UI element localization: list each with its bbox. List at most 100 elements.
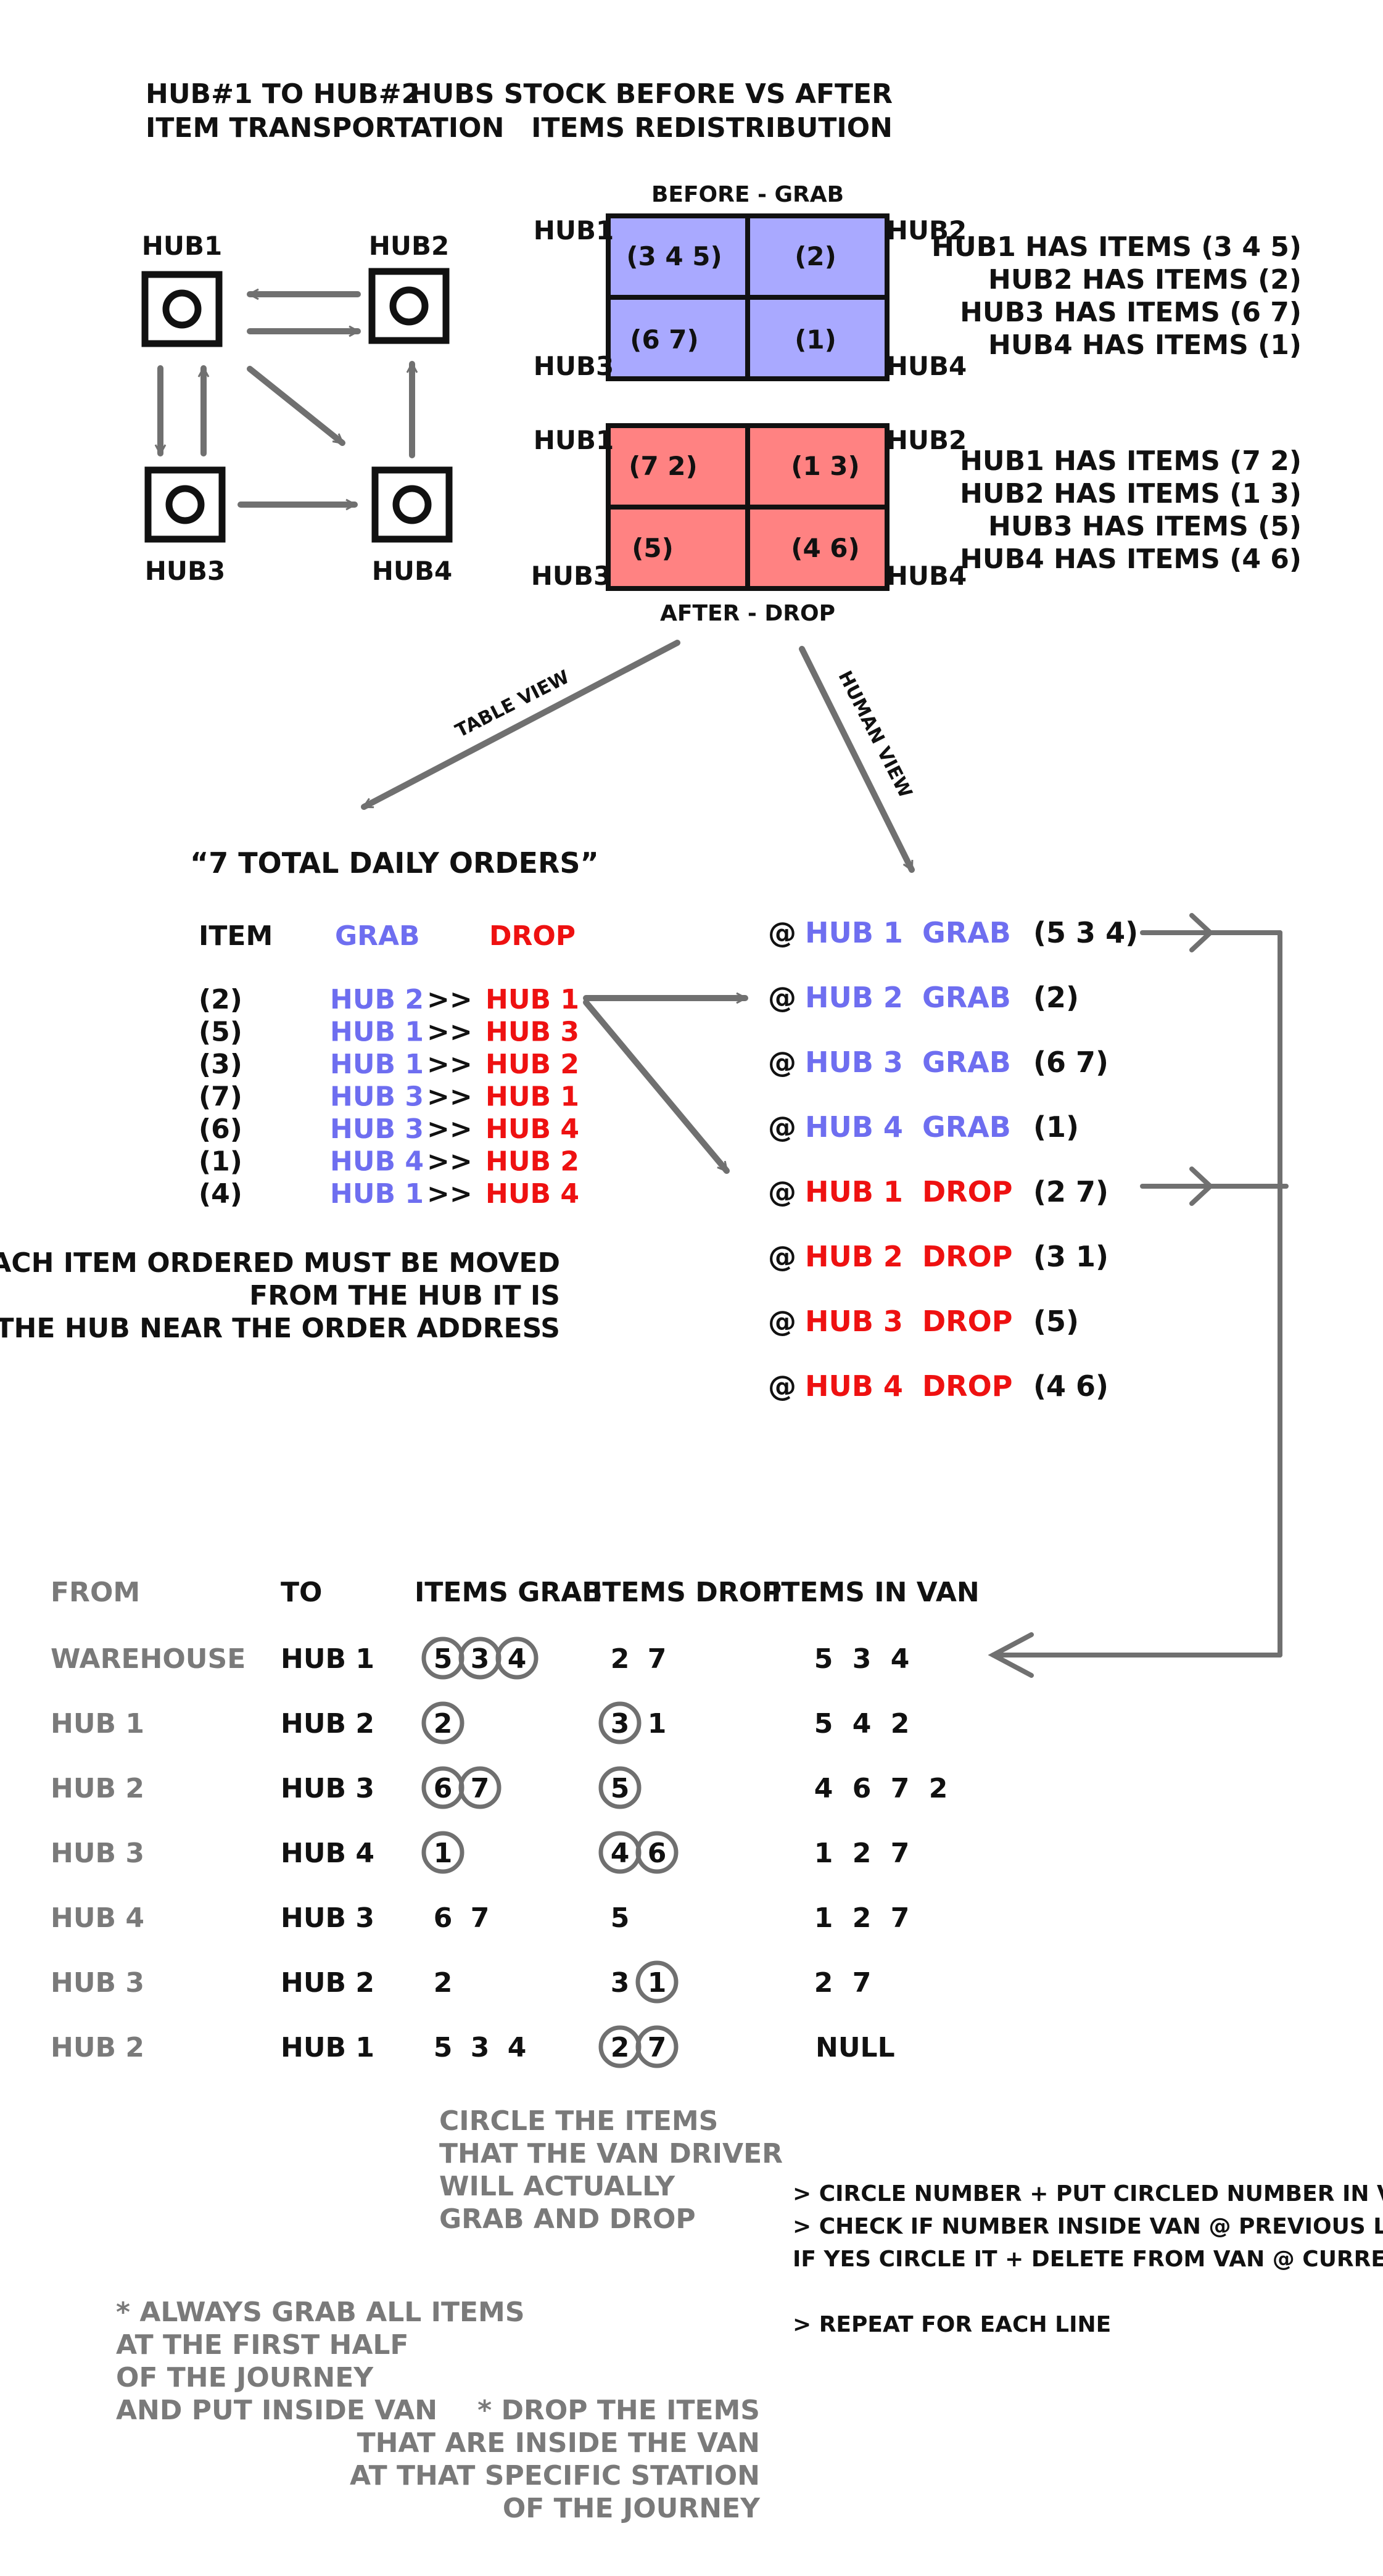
route-grab-item: 4	[508, 2032, 527, 2063]
route-van-item: 2	[853, 1838, 872, 1869]
route-van-item: 5	[814, 1643, 833, 1675]
hub4-icon	[371, 466, 453, 543]
route-van-item: 2	[853, 1902, 872, 1934]
route-van-item: 2	[929, 1773, 948, 1804]
route-to: HUB 3	[281, 1902, 374, 1934]
route-van-item: 5	[814, 1708, 833, 1740]
circle-note-line2: THAT THE VAN DRIVER	[439, 2138, 783, 2169]
route-grab-item: 2	[434, 1967, 453, 1999]
human-action: GRAB	[922, 916, 1011, 949]
route-van-item: NULL	[815, 2032, 895, 2063]
hub2-icon	[368, 268, 450, 344]
human-at-sign: @	[768, 1175, 796, 1208]
after-table	[606, 423, 890, 591]
human-action: DROP	[922, 1175, 1012, 1208]
after-cell-hub3: (5)	[632, 533, 674, 563]
human-action: DROP	[922, 1240, 1012, 1273]
stock-title-line1: HUBS STOCK BEFORE VS AFTER	[410, 78, 893, 110]
route-van-item: 4	[891, 1643, 910, 1675]
route-drop-item: 1	[648, 1967, 667, 1999]
human-action: GRAB	[922, 1046, 1011, 1079]
route-van-item: 3	[853, 1643, 872, 1675]
route-drop-item: 2	[611, 2032, 630, 2063]
route-drop-item: 1	[648, 1708, 667, 1740]
order-item: (1)	[199, 1146, 242, 1178]
route-to: HUB 3	[281, 1773, 374, 1804]
drop-circle-mark	[635, 1960, 679, 2004]
arrow-human-view	[799, 646, 915, 873]
drop-note-line4: OF THE JOURNEY	[503, 2493, 761, 2524]
route-van-item: 4	[814, 1773, 833, 1804]
order-drop-hub: HUB 1	[485, 984, 579, 1015]
before-label: BEFORE - GRAB	[651, 182, 844, 207]
after-cell-hub2: (1 3)	[791, 451, 859, 481]
always-note-line3: OF THE JOURNEY	[116, 2362, 374, 2393]
orders-note-line3: TO THE HUB NEAR THE ORDER ADDRESS	[0, 1313, 560, 1344]
human-at-sign: @	[768, 1240, 796, 1273]
drop-circle-mark	[635, 2025, 679, 2068]
route-grab-item: 7	[471, 1902, 490, 1934]
human-hub: HUB 2	[805, 1240, 903, 1273]
repeat-note: > REPEAT FOR EACH LINE	[793, 2312, 1111, 2337]
route-drop-item: 3	[611, 1708, 630, 1740]
route-to: HUB 2	[281, 1967, 374, 1999]
orders-rows: (2)HUB 2>>HUB 1(5)HUB 1>>HUB 3(3)HUB 1>>…	[199, 984, 579, 1210]
route-van-item: 7	[891, 1902, 910, 1934]
before-hub3-label: HUB3	[534, 351, 614, 381]
after-hub2-label: HUB2	[886, 425, 967, 455]
human-action: DROP	[922, 1369, 1012, 1403]
after-hub4-label: HUB4	[886, 561, 967, 591]
before-cell-hub3: (6 7)	[630, 324, 698, 355]
route-from: HUB 2	[51, 1773, 144, 1804]
route-drop-item: 7	[648, 1643, 667, 1675]
route-header-items-in-van: ITEMS IN VAN	[771, 1577, 980, 1608]
route-header-to: TO	[281, 1577, 322, 1608]
order-drop-hub: HUB 4	[485, 1178, 579, 1210]
after-label: AFTER - DROP	[660, 601, 835, 626]
order-separator: >>	[427, 1113, 473, 1145]
route-grab-item: 1	[434, 1838, 453, 1869]
human-items: (3 1)	[1033, 1240, 1108, 1273]
route-van-item: 1	[814, 1902, 833, 1934]
route-drop-item: 5	[611, 1902, 630, 1934]
route-van-item: 4	[853, 1708, 872, 1740]
drop-note-line2: THAT ARE INSIDE THE VAN	[357, 2427, 760, 2459]
order-drop-hub: HUB 2	[485, 1049, 579, 1080]
always-note-line4: AND PUT INSIDE VAN	[116, 2395, 437, 2426]
route-header-items-grab: ITEMS GRAB	[415, 1577, 603, 1608]
drop-circle-mark	[598, 1766, 642, 1809]
hub4-label: HUB4	[372, 556, 453, 586]
after-text-hub2: HUB2 HAS ITEMS (1 3)	[960, 478, 1302, 510]
instruction-line2: > CHECK IF NUMBER INSIDE VAN @ PREVIOUS …	[793, 2214, 1383, 2239]
order-grab-hub: HUB 4	[330, 1146, 424, 1178]
order-separator: >>	[427, 1146, 473, 1178]
drop-circle-mark	[598, 1701, 642, 1744]
route-grab-item: 5	[434, 1643, 453, 1675]
route-from: HUB 3	[51, 1967, 144, 1999]
connector-drop-head	[1189, 1166, 1214, 1206]
route-from: HUB 2	[51, 2032, 144, 2063]
order-drop-hub: HUB 2	[485, 1146, 579, 1178]
human-hub: HUB 2	[805, 981, 903, 1014]
orders-header-item: ITEM	[199, 920, 273, 952]
instruction-line1: > CIRCLE NUMBER + PUT CIRCLED NUMBER IN …	[793, 2181, 1383, 2207]
orders-title: “7 TOTAL DAILY ORDERS”	[190, 846, 599, 880]
route-drop-item: 5	[611, 1773, 630, 1804]
before-text-hub4: HUB4 HAS ITEMS (1)	[988, 329, 1302, 361]
order-item: (2)	[199, 984, 242, 1015]
before-text-hub2: HUB2 HAS ITEMS (2)	[988, 264, 1302, 295]
after-text-hub4: HUB4 HAS ITEMS (4 6)	[960, 543, 1302, 575]
order-grab-hub: HUB 3	[330, 1081, 424, 1113]
order-item: (5)	[199, 1017, 242, 1048]
hub3-label: HUB3	[145, 556, 226, 586]
order-grab-hub: HUB 1	[330, 1178, 424, 1210]
before-cell-hub1: (3 4 5)	[626, 241, 722, 271]
human-items: (4 6)	[1033, 1369, 1108, 1403]
route-grab-item: 3	[471, 2032, 490, 2063]
route-to: HUB 4	[281, 1838, 374, 1869]
route-drop-item: 6	[648, 1838, 667, 1869]
route-grab-item: 6	[434, 1902, 453, 1934]
route-to: HUB 1	[281, 2032, 374, 2063]
